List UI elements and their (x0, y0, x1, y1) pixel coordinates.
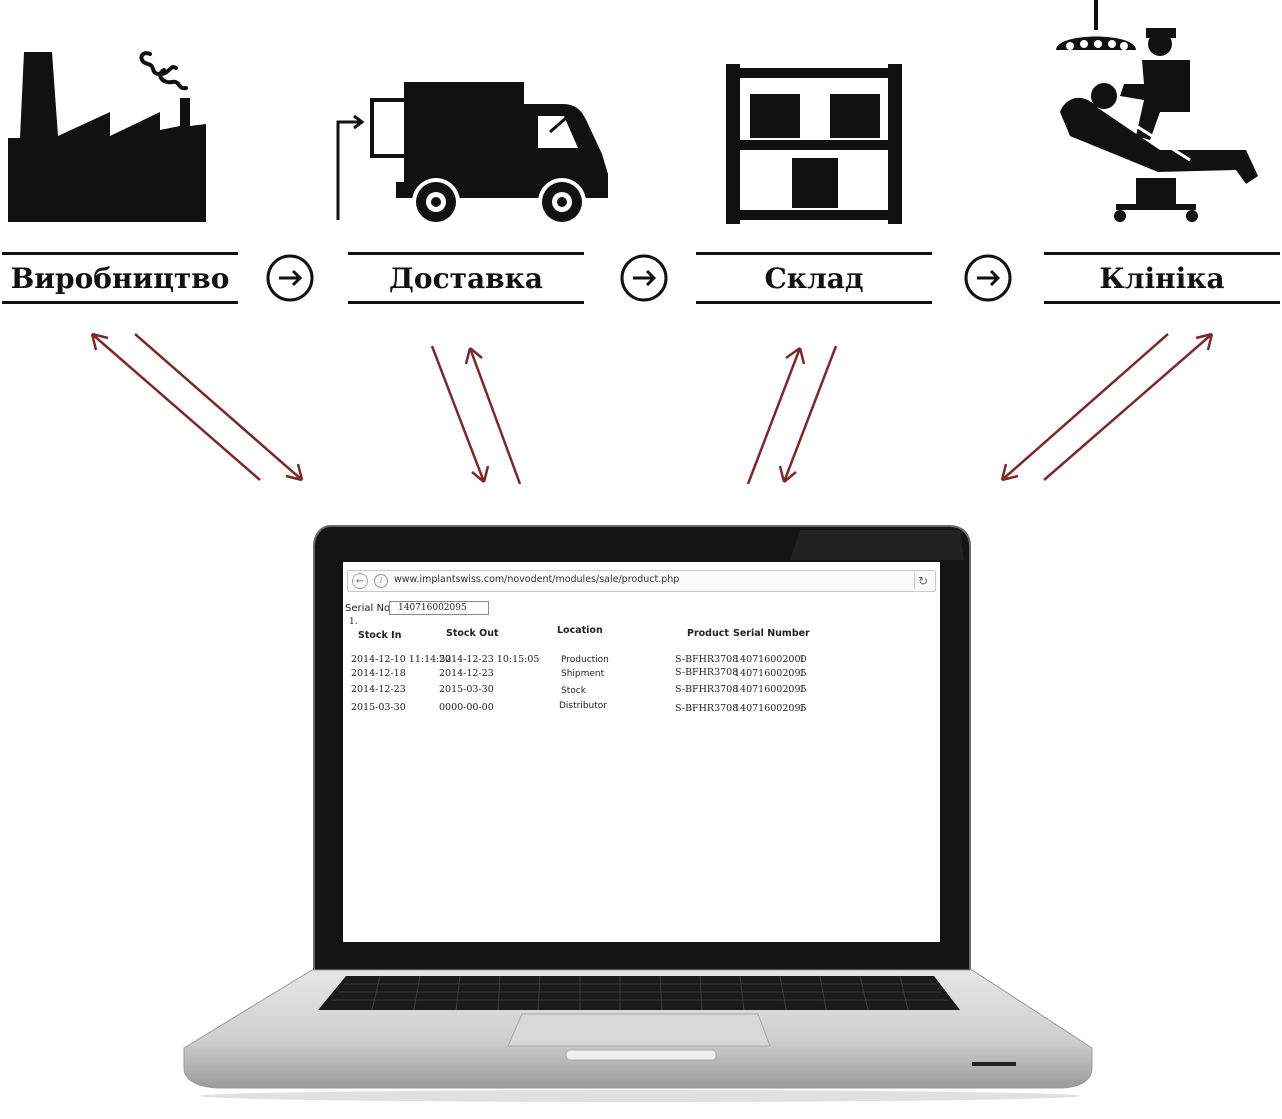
table-cell: Production (561, 655, 609, 665)
flow-arrow (464, 347, 522, 485)
table-cell: Stock (561, 686, 586, 696)
stage-warehouse-label: Склад (696, 252, 932, 304)
flow-arrow (778, 345, 838, 483)
reload-icon[interactable]: ↻ (914, 573, 931, 589)
header-location: Location (557, 625, 603, 636)
dental-clinic-icon (1056, 0, 1258, 222)
table-cell: 0000-00-00 (439, 702, 494, 713)
row-number: 1. (349, 617, 358, 627)
arrow-right-circle-icon (620, 254, 668, 302)
table-cell: Shipment (561, 669, 605, 679)
table-cell: 140716002095 (734, 668, 807, 679)
table-cell: S-BFHR3708 (675, 684, 739, 695)
header-serial-number: Serial Number (733, 628, 810, 639)
laptop-screen: ← i www.implantswiss.com/novodent/module… (343, 562, 940, 942)
browser-address-bar[interactable]: ← i www.implantswiss.com/novodent/module… (347, 570, 936, 592)
table-cell: 140716002095 (734, 684, 807, 695)
flow-arrow (430, 345, 490, 483)
flow-arrow (90, 332, 261, 481)
table-cell: 2014-12-23 (351, 684, 406, 695)
arrow-right-circle-icon (964, 254, 1012, 302)
header-product: Product (687, 628, 729, 639)
stage-production-label: Виробництво (2, 252, 238, 304)
table-cell: 140716002095 (734, 703, 807, 714)
arrow-right-circle-icon (266, 254, 314, 302)
table-cell: 2015-03-30 (351, 702, 406, 713)
table-cell: 1 (799, 668, 806, 679)
table-cell: Distributor (559, 701, 608, 711)
table-cell: S-BFHR3708 (675, 654, 739, 665)
table-cell: S-BFHR3708 (675, 703, 739, 714)
table-cell: 2014-12-10 11:14:52 (351, 654, 452, 665)
stage-delivery-label: Доставка (348, 252, 584, 304)
table-cell: 1 (799, 654, 806, 665)
url-text[interactable]: www.implantswiss.com/novodent/modules/sa… (394, 574, 680, 585)
serial-input[interactable]: 140716002095 (389, 601, 489, 615)
flow-arrow (746, 346, 806, 485)
table-cell: 2014-12-18 (351, 668, 406, 679)
flow-arrow (1000, 333, 1169, 482)
factory-icon (8, 51, 206, 222)
back-arrow-icon[interactable]: ← (352, 573, 368, 589)
table-cell: 1 (799, 684, 806, 695)
table-cell: S-BFHR3708 (675, 667, 739, 678)
stage-clinic-label: Клініка (1044, 252, 1280, 304)
header-stock-out: Stock Out (446, 628, 499, 639)
warehouse-shelf-icon (726, 64, 902, 224)
table-cell: 2015-03-30 (439, 684, 494, 695)
delivery-truck-icon (336, 82, 608, 226)
data-flow-arrows (90, 332, 1214, 485)
table-cell: 1 (799, 703, 806, 714)
header-stock-in: Stock In (358, 630, 402, 641)
info-icon[interactable]: i (374, 574, 388, 588)
serial-label: Serial No (345, 603, 391, 614)
table-cell: 2014-12-23 10:15:05 (439, 654, 540, 665)
table-cell: 2014-12-23 (439, 668, 494, 679)
flow-arrow (1043, 332, 1214, 481)
table-cell: 140716002000 (734, 654, 807, 665)
flow-arrow (134, 333, 304, 482)
